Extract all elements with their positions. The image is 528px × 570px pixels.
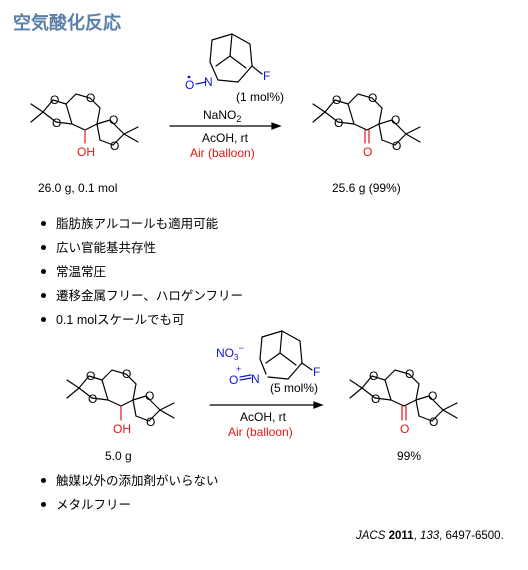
page-title: 空気酸化反応 xyxy=(13,13,121,34)
list-item: 常温常圧 xyxy=(36,260,243,284)
atom-o-carbonyl: O xyxy=(363,145,372,159)
atom-o: O xyxy=(368,91,377,105)
atom-o: O xyxy=(110,139,119,153)
citation-pages: , 6497-6500. xyxy=(439,530,504,542)
atom-n: N xyxy=(251,372,260,386)
list-item: 広い官能基共存性 xyxy=(36,236,243,260)
citation: JACS 2011, 133, 6497-6500. xyxy=(356,530,504,542)
catalyst1-structure xyxy=(195,33,263,85)
atom-o: O xyxy=(86,369,95,383)
atom-o: O xyxy=(332,93,341,107)
atom-o: O xyxy=(428,389,437,403)
features-list-1: 脂肪族アルコールも適用可能 広い官能基共存性 常温常圧 遷移金属フリー、ハロゲン… xyxy=(36,212,243,332)
product2-structure xyxy=(349,369,458,422)
product2-yield: 99% xyxy=(397,449,422,463)
atom-n: N xyxy=(204,75,213,89)
sm2-structure xyxy=(66,369,175,422)
atom-o: O xyxy=(88,392,97,406)
sm1-structure xyxy=(30,93,139,146)
atom-oh: OH xyxy=(77,145,95,159)
sm1-amount: 26.0 g, 0.1 mol xyxy=(38,181,118,195)
atom-o-radical: O xyxy=(185,78,194,92)
atom-o: O xyxy=(371,392,380,406)
atom-o-carbonyl: O xyxy=(400,422,409,436)
atom-o: O xyxy=(145,389,154,403)
atom-f: F xyxy=(313,365,320,379)
atom-o: O xyxy=(369,369,378,383)
atom-plus: + xyxy=(236,364,241,374)
atmosphere1: Air (balloon) xyxy=(190,146,255,160)
atom-o: O xyxy=(109,113,118,127)
atmosphere2: Air (balloon) xyxy=(228,425,293,439)
atom-o: O xyxy=(50,93,59,107)
list-item: 遷移金属フリー、ハロゲンフリー xyxy=(36,284,243,308)
atom-f: F xyxy=(263,69,270,83)
citation-volume: 133 xyxy=(419,530,440,542)
citation-journal: JACS xyxy=(356,530,386,542)
reagent-nano2: NaNO2 xyxy=(203,108,242,124)
atom-o: O xyxy=(334,116,343,130)
catalyst2-structure xyxy=(239,330,313,381)
atom-o: O xyxy=(52,116,61,130)
atom-o: O xyxy=(86,91,95,105)
list-item: メタルフリー xyxy=(36,493,219,517)
atom-o: O xyxy=(429,415,438,429)
atom-o: O xyxy=(122,367,131,381)
conditions2: AcOH, rt xyxy=(240,410,287,424)
list-item: 脂肪族アルコールも適用可能 xyxy=(36,212,243,236)
atom-o: O xyxy=(405,367,414,381)
product1-structure xyxy=(312,93,421,146)
atom-o: O xyxy=(229,373,238,387)
sm2-amount: 5.0 g xyxy=(105,449,132,463)
product1-yield: 25.6 g (99%) xyxy=(332,181,401,195)
citation-year: 2011 xyxy=(388,530,414,542)
atom-o: O xyxy=(391,113,400,127)
list-item: 0.1 molスケールでも可 xyxy=(36,308,243,332)
atom-o: O xyxy=(392,139,401,153)
atom-o: O xyxy=(146,415,155,429)
list-item: 触媒以外の添加剤がいらない xyxy=(36,469,219,493)
catalyst2-loading: (5 mol%) xyxy=(270,381,319,395)
catalyst1-loading: (1 mol%) xyxy=(236,90,285,104)
conditions1: AcOH, rt xyxy=(202,131,249,145)
features-list-2: 触媒以外の添加剤がいらない メタルフリー xyxy=(36,469,219,517)
atom-oh: OH xyxy=(113,422,131,436)
atom-no3: NO3− xyxy=(216,343,244,362)
